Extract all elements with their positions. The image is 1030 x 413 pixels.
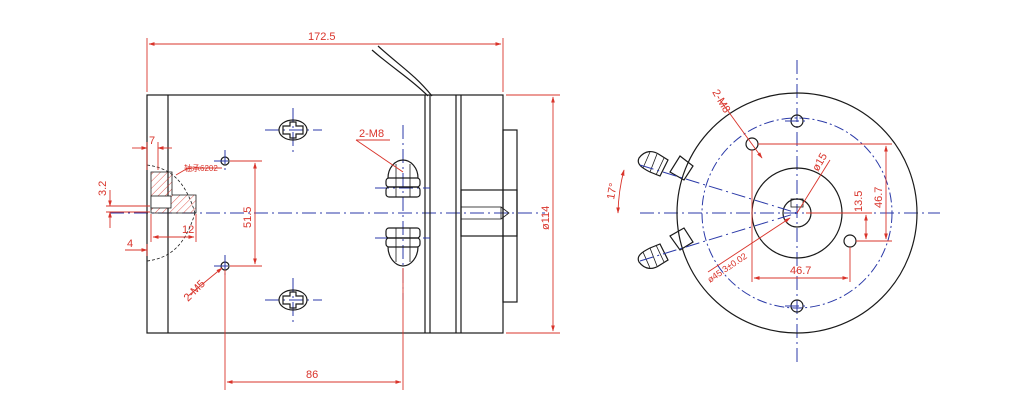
screw-leader xyxy=(187,267,223,297)
screw-head-top xyxy=(265,108,322,152)
vertical-offset-label: 13.5 xyxy=(853,191,865,212)
lead-wire-1 xyxy=(371,49,429,97)
shaft-leader xyxy=(796,159,831,214)
end-terminal-stud-top xyxy=(637,151,694,181)
dim-12-label: 12 xyxy=(182,224,194,236)
end-view-dimensions: 17° 2-M8 ø15 ø45.3±0.02 46.7 13.5 46.7 xyxy=(605,88,892,285)
stud-leader xyxy=(355,139,404,173)
m5-hole-top xyxy=(214,150,236,172)
end-hole-top xyxy=(785,114,809,128)
shaft-diameter-label: ø15 xyxy=(810,151,830,173)
pitch-circle-leader xyxy=(707,217,791,273)
bearing-leader xyxy=(175,167,189,176)
terminal-stud-bottom xyxy=(375,227,430,267)
end-vertical-spacing-label: 46.7 xyxy=(873,187,885,208)
hole-leader xyxy=(719,99,763,159)
screw-label: 2-M5 xyxy=(182,278,208,304)
side-view-dimensions: 172.5 86 51.5 ø114 2-M8 2-M5 轴承6202 7 xyxy=(97,31,560,390)
dim-3-2-label: 3.2 xyxy=(97,181,109,196)
stud-label: 2-M8 xyxy=(359,128,384,140)
side-view xyxy=(110,45,545,334)
lead-wire-2 xyxy=(377,45,433,97)
hole-spacing-label: 86 xyxy=(306,369,318,381)
motor-housing-outline xyxy=(146,94,504,334)
pitch-circle xyxy=(701,117,893,309)
angle-label: 17° xyxy=(605,182,620,200)
dim-7-label: 7 xyxy=(149,135,155,147)
angle-arc xyxy=(616,169,625,214)
horizontal-spacing-label: 46.7 xyxy=(790,265,811,277)
terminal-stud-top xyxy=(375,159,430,198)
angle-ray-upper xyxy=(639,164,798,214)
shaft-keyway xyxy=(460,206,502,220)
diameter-label: ø114 xyxy=(540,206,552,230)
end-hole-bottom xyxy=(785,299,809,313)
end-hole-right xyxy=(843,234,857,248)
angle-ray-lower xyxy=(639,212,798,262)
vertical-spacing-label: 51.5 xyxy=(242,207,254,228)
end-terminal-stud-bottom xyxy=(637,227,694,269)
end-view xyxy=(637,60,940,365)
shaft-key-tip xyxy=(500,206,510,220)
bearing-label: 轴承6202 xyxy=(184,163,218,173)
hole-label: 2-M8 xyxy=(709,88,732,116)
overall-length-label: 172.5 xyxy=(308,31,336,43)
dim-4-label: 4 xyxy=(127,238,133,250)
end-view-outer-circle xyxy=(676,92,918,334)
bearing-section xyxy=(146,164,197,262)
screw-head-bottom xyxy=(265,278,322,322)
